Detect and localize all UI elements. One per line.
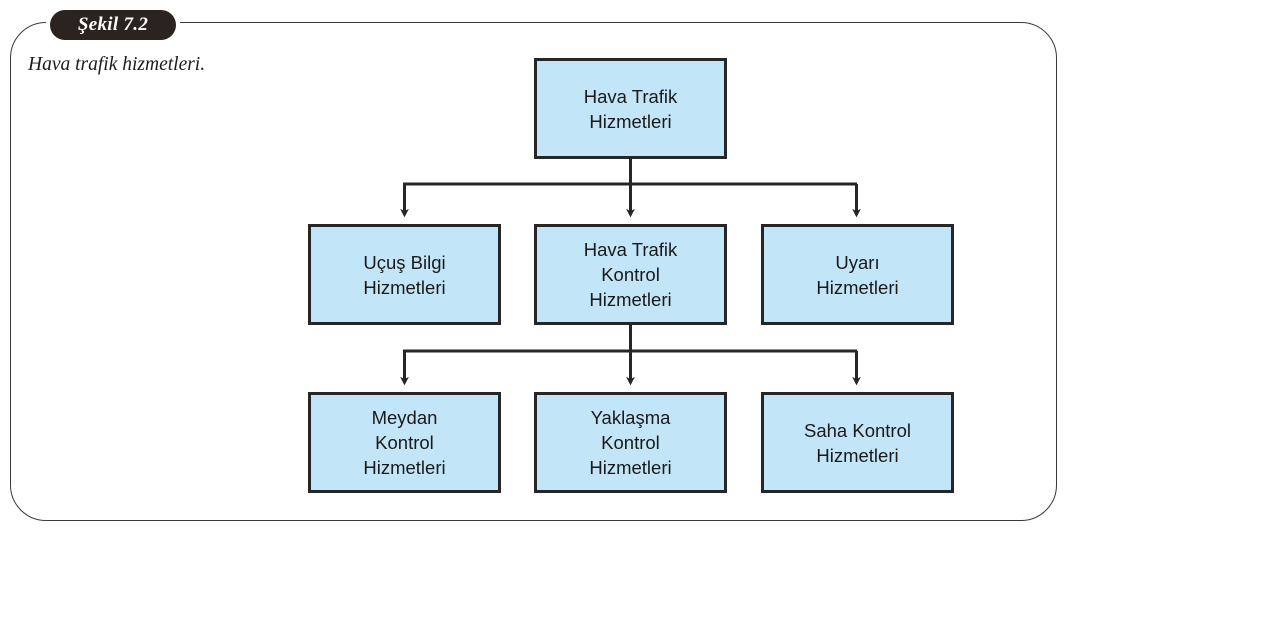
node-label-line: Hizmetleri [589,457,672,478]
node-label-line: Kontrol [601,264,660,285]
node-hava-trafik-kontrol-hizmetleri[interactable]: Hava Trafik Kontrol Hizmetleri [534,224,727,325]
edge-group-atc [400,325,861,386]
node-label-line: Yaklaşma [590,407,671,428]
node-label-line: Uyarı [835,251,880,273]
node-yaklasma-kontrol-hizmetleri[interactable]: Yaklaşma Kontrol Hizmetleri [534,392,727,493]
node-label-line: Hizmetleri [589,289,672,310]
figure-number-badge: Şekil 7.2 [50,10,176,40]
node-label-line: Hizmetleri [589,110,672,132]
node-label-line: Uçuş Bilgi [363,251,446,273]
node-label-line: Meydan [371,407,438,428]
node-label-line: Hava Trafik [583,239,678,260]
node-label-line: Kontrol [375,432,434,453]
node-meydan-kontrol-hizmetleri[interactable]: Meydan Kontrol Hizmetleri [308,392,501,493]
node-label-line: Hizmetleri [816,444,899,466]
figure-caption: Hava trafik hizmetleri. [28,54,206,75]
node-label-line: Hizmetleri [363,457,446,478]
node-label-line: Kontrol [601,432,660,453]
node-uyari-hizmetleri[interactable]: Uyarı Hizmetleri [761,224,954,325]
node-hava-trafik-hizmetleri[interactable]: Hava Trafik Hizmetleri [534,58,727,159]
node-label-line: Hava Trafik [583,85,678,107]
node-label-line: Hizmetleri [363,276,446,298]
node-label-line: Hizmetleri [816,276,899,298]
node-label-line: Saha Kontrol [804,419,911,441]
node-saha-kontrol-hizmetleri[interactable]: Saha Kontrol Hizmetleri [761,392,954,493]
edge-group-root [400,159,861,218]
node-ucus-bilgi-hizmetleri[interactable]: Uçuş Bilgi Hizmetleri [308,224,501,325]
